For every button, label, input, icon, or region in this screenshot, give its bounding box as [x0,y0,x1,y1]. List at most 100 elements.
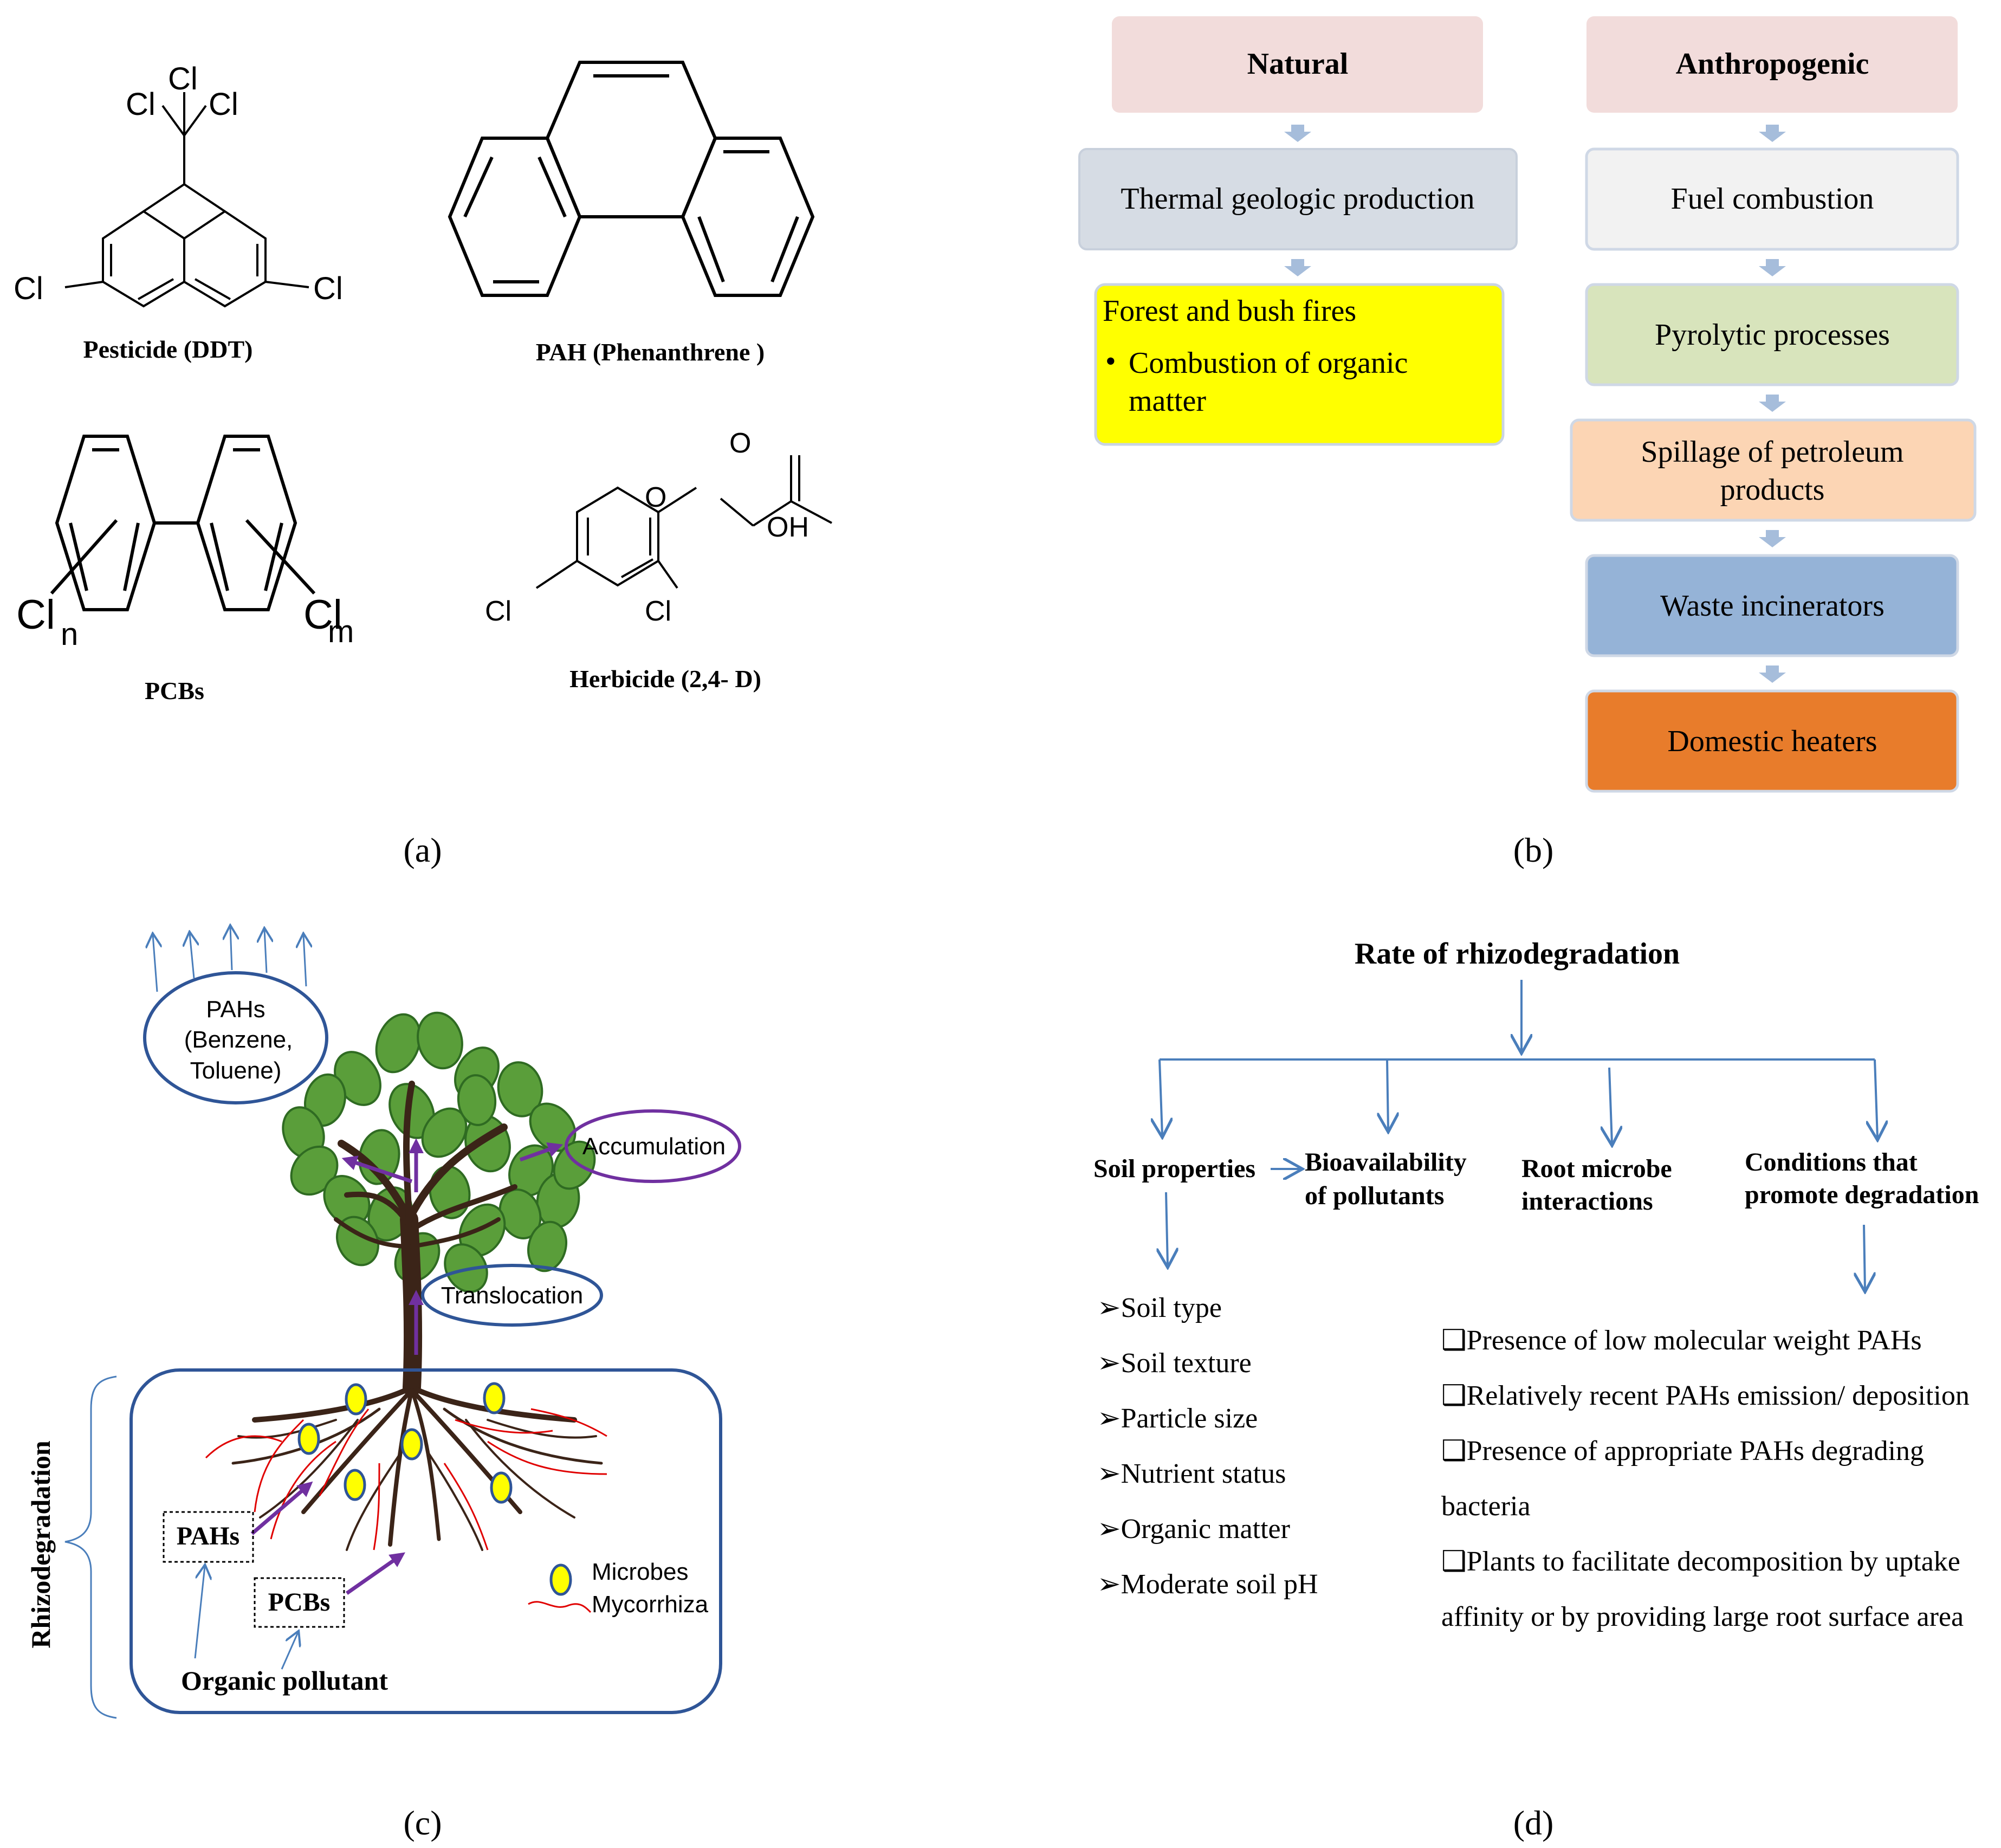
natural-step-1: Thermal geologic production [1121,182,1474,216]
natural-step-2-title: Forest and bush fires [1103,294,1356,328]
ddt-cl-top: Cl [168,61,198,96]
microbe-icon [345,1383,367,1416]
legend-mycorrhiza-icon [528,1601,592,1613]
herbicide-oh: OH [767,512,809,543]
herbicide-structure [535,455,832,589]
rate-title: Rate of rhizodegradation [1355,937,1680,971]
conditions-list: ❑Presence of low molecular weight PAHs ❑… [1441,1325,1970,1632]
pcbs-box-label: PCBs [268,1588,331,1617]
natural-header-box [1112,16,1483,113]
tree-trunk [334,1081,517,1397]
pcb-cl-m: Cl [303,592,342,638]
legend-microbes: Microbes [592,1559,689,1585]
anthro-step-1-box [1585,147,1959,251]
ddt-cl-right: Cl [209,87,238,122]
conditions-line1: Conditions that [1745,1148,1918,1177]
panel-c-rhizodegradation: PAHs (Benzene, Toluene) [25,927,741,1842]
microbe-icon [490,1471,513,1504]
soil-list: ➢Soil type ➢Soil texture ➢Particle size … [1097,1293,1318,1600]
phenanthrene-structure [448,61,815,297]
anthro-step-1: Fuel combustion [1671,182,1874,216]
soil-list-item: ➢Organic matter [1097,1514,1290,1545]
pah-caption: PAH (Phenanthrene ) [536,338,765,366]
pahs-cloud-line2: (Benzene, [184,1026,293,1053]
pahs-box [163,1511,254,1563]
emission-arrows [153,927,306,992]
rhizodegradation-side-label: Rhizodegradation [25,1440,56,1649]
legend-mycorrhiza: Mycorrhiza [592,1591,709,1618]
anthro-arrow-5 [1759,665,1786,683]
conditions-line2: promote degradation [1745,1180,1979,1209]
natural-header: Natural [1247,47,1349,81]
microbe-icon [297,1423,320,1455]
anthro-arrow-1 [1759,125,1786,142]
anthro-step-4: Waste incinerators [1660,589,1885,623]
anthro-step-5-box [1585,689,1959,793]
anthropogenic-header-box [1586,16,1958,113]
anthro-step-3-line2: products [1720,473,1825,507]
anthro-step-2: Pyrolytic processes [1655,318,1890,352]
rhizosphere-box [129,1368,722,1714]
pcb-caption: PCBs [145,677,204,705]
root-microbe-line2: interactions [1521,1187,1653,1216]
pahs-box-label: PAHs [177,1522,239,1550]
tree-roots [231,1385,603,1551]
natural-bullet: • [1105,345,1116,378]
ddt-cl-left: Cl [126,87,156,122]
panel-label-d: (d) [1513,1804,1554,1842]
panel-a-labels: Cl Cl Cl Cl Cl Pesticide (DDT) PAH (Phen… [14,61,809,869]
conditions-list-item: affinity or by providing large root surf… [1441,1601,1964,1632]
soil-list-item: ➢Soil texture [1097,1348,1252,1379]
pahs-emission-ellipse [143,971,328,1104]
pcbs-box [254,1577,345,1628]
pcb-cl-n: Cl [16,592,55,638]
anthro-step-3-box [1570,418,1977,522]
accumulation-label: Accumulation [582,1133,726,1160]
microbe-icon [400,1428,423,1461]
legend-microbe-icon [549,1563,572,1596]
pcb-sub-n: n [61,617,78,652]
conditions-list-item: ❑Relatively recent PAHs emission/ deposi… [1441,1380,1970,1411]
herbicide-cl-left: Cl [485,596,511,627]
anthro-arrow-4 [1759,530,1786,547]
herbicide-caption: Herbicide (2,4- D) [569,665,761,693]
anthro-arrow-2 [1759,259,1786,276]
translocation-label: Translocation [441,1282,584,1309]
ddt-caption: Pesticide (DDT) [83,335,253,363]
bioavailability-line1: Bioavailability [1305,1148,1467,1177]
panel-label-c: (c) [403,1804,442,1842]
natural-step-2-box [1094,283,1505,446]
conditions-list-item: ❑Plants to facilitate decomposition by u… [1441,1546,1960,1577]
anthro-step-2-box [1585,283,1959,386]
accumulation-ellipse [565,1109,741,1183]
mycorrhiza-hyphae [205,1408,607,1550]
pcb-sub-m: m [328,614,354,649]
natural-step-2-line1: Combustion of organic [1129,346,1408,380]
microbe-icon [483,1382,506,1414]
pcb-structure [50,435,316,611]
herbicide-o-ether: O [645,482,666,513]
natural-step-2-line2: matter [1129,384,1206,418]
anthro-step-3-line1: Spillage of petroleum [1641,435,1903,469]
herbicide-cl-right: Cl [645,596,671,627]
pahs-cloud-line1: PAHs [206,996,265,1023]
bioavailability-line2: of pollutants [1305,1181,1444,1210]
panel-a-structures [50,61,832,611]
natural-step-1-box [1078,148,1518,250]
ddt-cl-ring-left: Cl [14,271,43,306]
anthropogenic-header: Anthropogenic [1676,47,1869,81]
ddt-structure [64,92,309,308]
rhizodegradation-brace [64,1375,117,1719]
microbes [297,1382,513,1504]
root-microbe-line1: Root microbe [1521,1154,1672,1183]
panel-label-a: (a) [403,831,442,869]
conditions-list-item: ❑Presence of low molecular weight PAHs [1441,1325,1922,1356]
rate-connector-lines [1160,980,1877,1290]
herbicide-o-top: O [729,428,751,459]
soil-list-item: ➢Soil type [1097,1293,1222,1323]
panel-label-b: (b) [1513,831,1554,869]
pollutant-arrows [194,1566,298,1670]
organic-pollutant-label: Organic pollutant [181,1665,388,1696]
